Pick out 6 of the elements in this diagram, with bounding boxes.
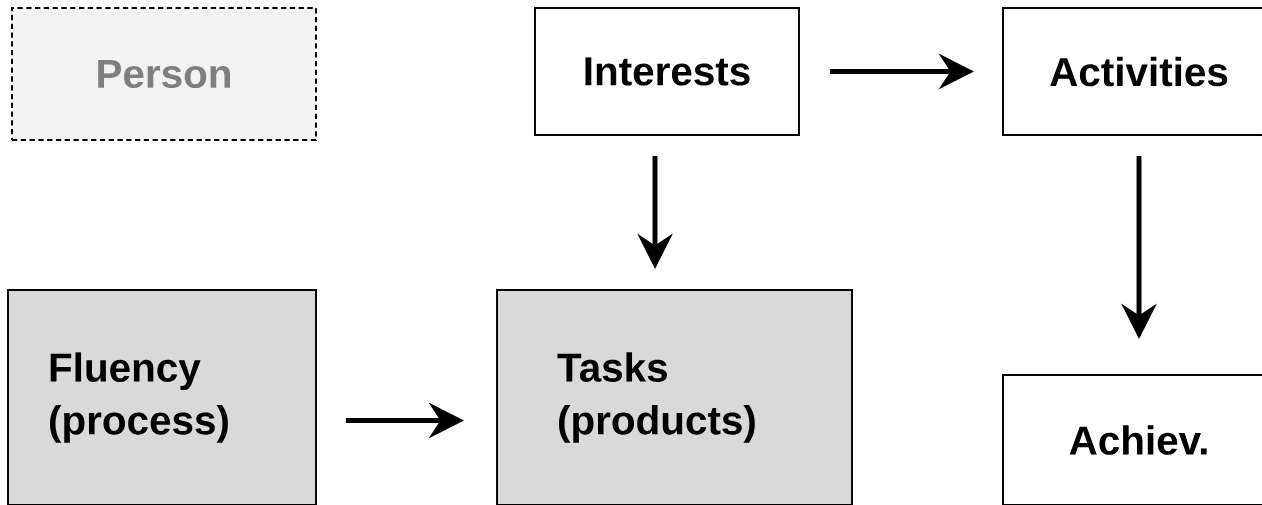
process-box: Person [11,7,317,141]
process-box: Activities [1002,7,1262,136]
process-box: Achiev. [1002,374,1262,505]
process-box: Fluency (process) [7,289,317,505]
process-box: Tasks (products) [496,289,853,505]
process-box: Interests [534,7,800,136]
